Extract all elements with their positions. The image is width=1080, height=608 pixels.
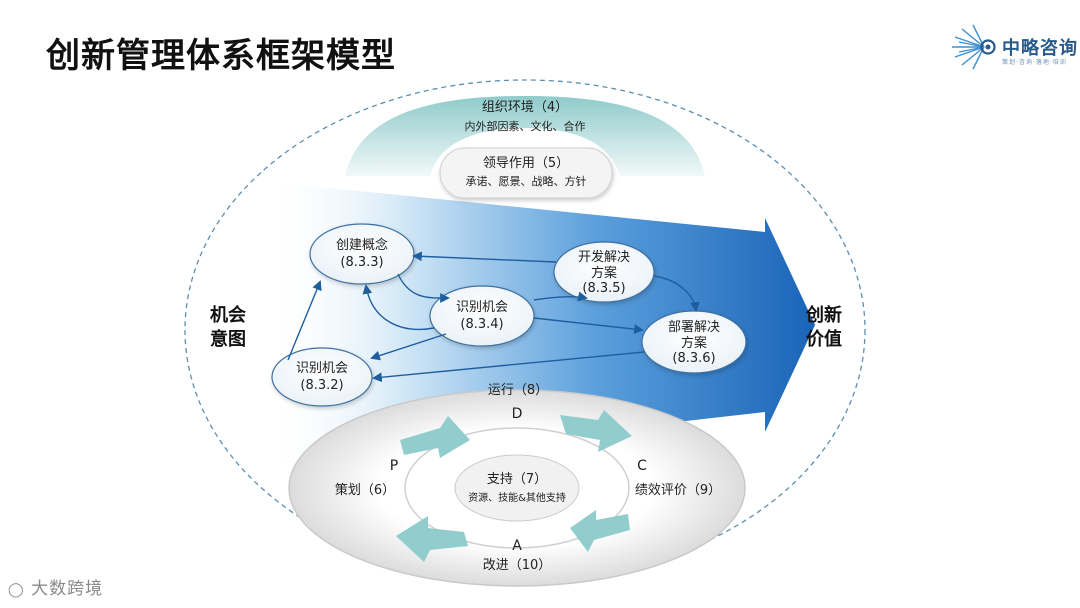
flow-834-to-deploy	[533, 317, 644, 335]
brand-logo-icon	[952, 24, 996, 70]
node-code: (8.3.3)	[340, 254, 384, 270]
right-label-line2: 价值	[806, 329, 842, 351]
brand-tagline: 策划·咨询·落地·培训	[1002, 59, 1067, 66]
pdca-d-letter: D	[511, 406, 523, 422]
flow-834-to-832	[370, 333, 447, 361]
node-name-line2: 方案	[590, 265, 617, 281]
flow-832-to-create	[287, 280, 322, 361]
context-arch	[345, 96, 705, 176]
flow-create-to-834	[397, 273, 450, 303]
flow-834-to-develop	[533, 291, 588, 302]
flow-834-to-create	[362, 284, 435, 330]
leadership-box	[439, 147, 613, 199]
pdca-arrow-top-right	[560, 410, 632, 452]
node-code: (8.3.5)	[582, 281, 626, 297]
support-title: 支持（7）	[486, 472, 548, 487]
context-subtitle: 内外部因素、文化、合作	[464, 119, 586, 133]
brand-name: 中略咨询	[1002, 38, 1078, 59]
pdca-arrow-bottom-left	[396, 516, 468, 562]
support-subtitle: 资源、技能&其他支持	[468, 492, 566, 504]
context-title: 组织环境（4）	[481, 100, 569, 115]
pdca-a-letter: A	[512, 538, 522, 554]
left-label-line1: 机会	[210, 305, 246, 326]
planning-label: 策划（6）	[334, 483, 396, 498]
leadership-label: 领导作用（5） 承诺、愿景、战略、方针	[440, 156, 612, 189]
left-label: 机会 意图	[208, 304, 248, 353]
node-develop-label: 开发解决 方案 (8.3.5)	[554, 250, 654, 297]
node-name-line1: 部署解决	[667, 320, 720, 335]
pdca-arrow-top-left	[400, 416, 470, 458]
node-identify-opportunity-832	[271, 347, 373, 407]
node-name: 识别机会	[295, 361, 348, 376]
node-identify-834-label: 识别机会 (8.3.4)	[430, 300, 534, 334]
node-code: (8.3.4)	[460, 316, 504, 332]
node-name: 创建概念	[335, 238, 388, 253]
support-label: 支持（7） 资源、技能&其他支持	[455, 472, 579, 505]
leadership-title: 领导作用（5）	[482, 156, 570, 171]
right-label-line1: 创新	[806, 305, 842, 326]
context-label: 组织环境（4） 内外部因素、文化、合作	[445, 100, 605, 134]
flow-develop-to-create	[412, 251, 557, 263]
pdca-arrow-bottom-right	[570, 510, 630, 552]
outer-boundary	[184, 79, 866, 581]
node-deploy-label: 部署解决 方案 (8.3.6)	[642, 320, 746, 367]
footer-watermark-text: 大数跨境	[31, 579, 104, 599]
leadership-subtitle: 承诺、愿景、战略、方针	[465, 174, 587, 188]
left-label-line2: 意图	[210, 329, 246, 351]
node-create-concept-label: 创建概念 (8.3.3)	[310, 238, 414, 272]
flow-develop-to-deploy	[653, 275, 700, 312]
support-core	[454, 454, 580, 522]
evaluation-label: 绩效评价（9）	[634, 483, 722, 498]
page-title: 创新管理体系框架模型	[46, 36, 396, 76]
node-develop-solution	[553, 241, 655, 303]
operation-label: 运行（8）	[487, 383, 549, 398]
pdca-p-letter: P	[389, 458, 399, 474]
footer-watermark: ◯ 大数跨境	[8, 574, 103, 599]
node-name-line2: 方案	[680, 335, 707, 351]
flow-deploy-to-832	[372, 351, 645, 383]
node-code: (8.3.6)	[672, 351, 716, 367]
node-code: (8.3.2)	[300, 377, 344, 393]
right-label: 创新 价值	[804, 304, 844, 353]
improvement-label: 改进（10）	[482, 558, 552, 573]
node-identify-opportunity-834	[429, 285, 535, 347]
node-identify-832-label: 识别机会 (8.3.2)	[272, 361, 372, 395]
pdca-c-letter: C	[637, 458, 647, 474]
node-name: 识别机会	[455, 300, 508, 315]
node-name-line1: 开发解决	[577, 250, 630, 265]
watermark-logo-icon: ◯	[8, 582, 25, 598]
